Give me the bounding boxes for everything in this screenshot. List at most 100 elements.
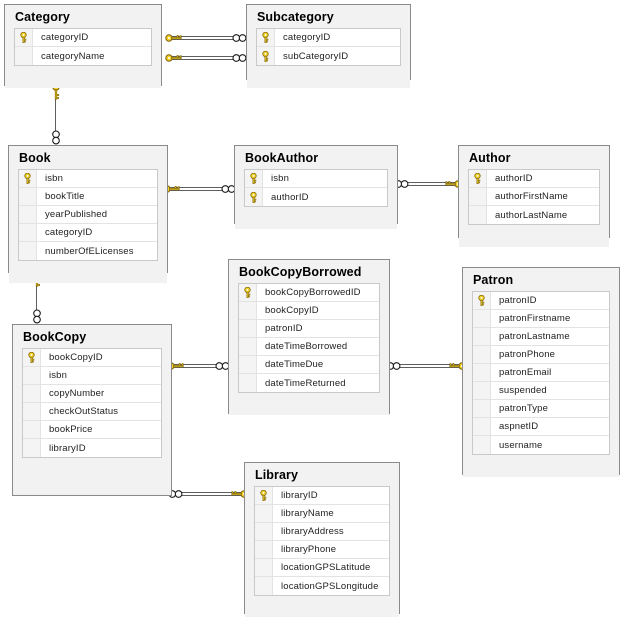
attribute-row[interactable]: categoryID bbox=[19, 224, 157, 242]
attribute-gutter bbox=[23, 385, 41, 402]
attribute-row[interactable]: yearPublished bbox=[19, 206, 157, 224]
attribute-gutter bbox=[15, 47, 33, 65]
attribute-name: patronType bbox=[499, 403, 549, 414]
attribute-row[interactable]: username bbox=[473, 436, 609, 454]
cardinality-many-infinity-icon bbox=[32, 309, 42, 325]
attribute-name: locationGPSLatitude bbox=[281, 562, 371, 573]
attribute-gutter bbox=[239, 356, 257, 373]
attribute-row[interactable]: patronFirstname bbox=[473, 310, 609, 328]
attribute-row[interactable]: checkOutStatus bbox=[23, 403, 161, 421]
attribute-row[interactable]: patronLastname bbox=[473, 328, 609, 346]
attribute-gutter bbox=[255, 541, 273, 558]
attribute-name: patronLastname bbox=[499, 331, 570, 342]
attribute-row[interactable]: libraryPhone bbox=[255, 541, 389, 559]
attribute-name: copyNumber bbox=[49, 388, 105, 399]
attribute-row[interactable]: authorLastName bbox=[469, 206, 599, 224]
entity-empty-space bbox=[5, 66, 161, 88]
attribute-row[interactable]: categoryName bbox=[15, 47, 151, 65]
attribute-gutter bbox=[473, 346, 491, 363]
attribute-row[interactable]: authorFirstName bbox=[469, 188, 599, 206]
attribute-row[interactable]: patronID bbox=[239, 320, 379, 338]
attribute-name: suspended bbox=[499, 385, 547, 396]
attribute-row[interactable]: suspended bbox=[473, 382, 609, 400]
attribute-row[interactable]: bookPrice bbox=[23, 421, 161, 439]
attribute-list: patronID patronFirstname patronLastname pat… bbox=[472, 291, 610, 455]
attribute-row-primary-key[interactable]: isbn bbox=[245, 170, 387, 188]
primary-key-icon bbox=[15, 29, 33, 46]
connector-line bbox=[170, 36, 244, 40]
attribute-row-primary-key[interactable]: bookCopyID bbox=[23, 349, 161, 367]
attribute-row[interactable]: patronEmail bbox=[473, 364, 609, 382]
attribute-row[interactable]: patronPhone bbox=[473, 346, 609, 364]
attribute-row-primary-key[interactable]: subCategoryID bbox=[257, 47, 400, 65]
attribute-row-primary-key[interactable]: bookCopyBorrowedID bbox=[239, 284, 379, 302]
primary-key-icon bbox=[473, 292, 491, 309]
attribute-gutter bbox=[23, 403, 41, 420]
attribute-row[interactable]: libraryName bbox=[255, 505, 389, 523]
attribute-row[interactable]: locationGPSLatitude bbox=[255, 559, 389, 577]
attribute-name: authorID bbox=[495, 173, 533, 184]
attribute-row[interactable]: isbn bbox=[23, 367, 161, 385]
cardinality-many-infinity-icon bbox=[232, 53, 248, 63]
cardinality-many-infinity-icon bbox=[51, 130, 61, 146]
attribute-gutter bbox=[23, 421, 41, 438]
attribute-row-primary-key[interactable]: authorID bbox=[245, 188, 387, 206]
cardinality-many-infinity-icon bbox=[221, 184, 237, 194]
attribute-row-primary-key[interactable]: patronID bbox=[473, 292, 609, 310]
attribute-name: isbn bbox=[45, 173, 64, 184]
entity-title: Library bbox=[245, 463, 399, 486]
connector-line bbox=[172, 492, 243, 496]
attribute-row[interactable]: bookTitle bbox=[19, 188, 157, 206]
attribute-row-primary-key[interactable]: categoryID bbox=[15, 29, 151, 47]
primary-key-icon bbox=[255, 487, 273, 504]
attribute-row-primary-key[interactable]: libraryID bbox=[255, 487, 389, 505]
attribute-name: authorFirstName bbox=[495, 191, 568, 202]
attribute-row[interactable]: dateTimeReturned bbox=[239, 374, 379, 392]
primary-key-icon bbox=[245, 188, 263, 206]
attribute-gutter bbox=[255, 505, 273, 522]
attribute-name: bookPrice bbox=[49, 424, 93, 435]
attribute-name: libraryID bbox=[49, 442, 86, 454]
attribute-row[interactable]: libraryAddress bbox=[255, 523, 389, 541]
attribute-row[interactable]: numberOfELicenses bbox=[19, 242, 157, 260]
attribute-list: categoryID subCategoryID bbox=[256, 28, 401, 66]
attribute-name: aspnetID bbox=[499, 421, 539, 432]
attribute-row[interactable]: bookCopyID bbox=[239, 302, 379, 320]
attribute-name: categoryID bbox=[283, 32, 331, 43]
attribute-gutter bbox=[255, 559, 273, 576]
attribute-row[interactable]: patronType bbox=[473, 400, 609, 418]
attribute-name: yearPublished bbox=[45, 209, 108, 220]
attribute-gutter bbox=[19, 188, 37, 205]
attribute-name: patronEmail bbox=[499, 367, 552, 378]
cardinality-one-key-icon bbox=[165, 32, 183, 44]
attribute-row[interactable]: aspnetID bbox=[473, 418, 609, 436]
attribute-name: patronFirstname bbox=[499, 313, 571, 324]
primary-key-icon bbox=[469, 170, 487, 187]
attribute-name: bookCopyID bbox=[49, 352, 103, 363]
attribute-row-primary-key[interactable]: categoryID bbox=[257, 29, 400, 47]
connector-line bbox=[168, 187, 233, 191]
attribute-row-primary-key[interactable]: isbn bbox=[19, 170, 157, 188]
attribute-row[interactable]: dateTimeDue bbox=[239, 356, 379, 374]
attribute-row-primary-key[interactable]: authorID bbox=[469, 170, 599, 188]
primary-key-icon bbox=[19, 170, 37, 187]
attribute-row[interactable]: copyNumber bbox=[23, 385, 161, 403]
attribute-row[interactable]: libraryID bbox=[23, 439, 161, 457]
attribute-row[interactable]: locationGPSLongitude bbox=[255, 577, 389, 595]
primary-key-icon bbox=[245, 170, 263, 187]
attribute-gutter bbox=[473, 436, 491, 454]
entity-title: Patron bbox=[463, 268, 619, 291]
attribute-row[interactable]: dateTimeBorrowed bbox=[239, 338, 379, 356]
attribute-name: bookCopyID bbox=[265, 305, 319, 316]
